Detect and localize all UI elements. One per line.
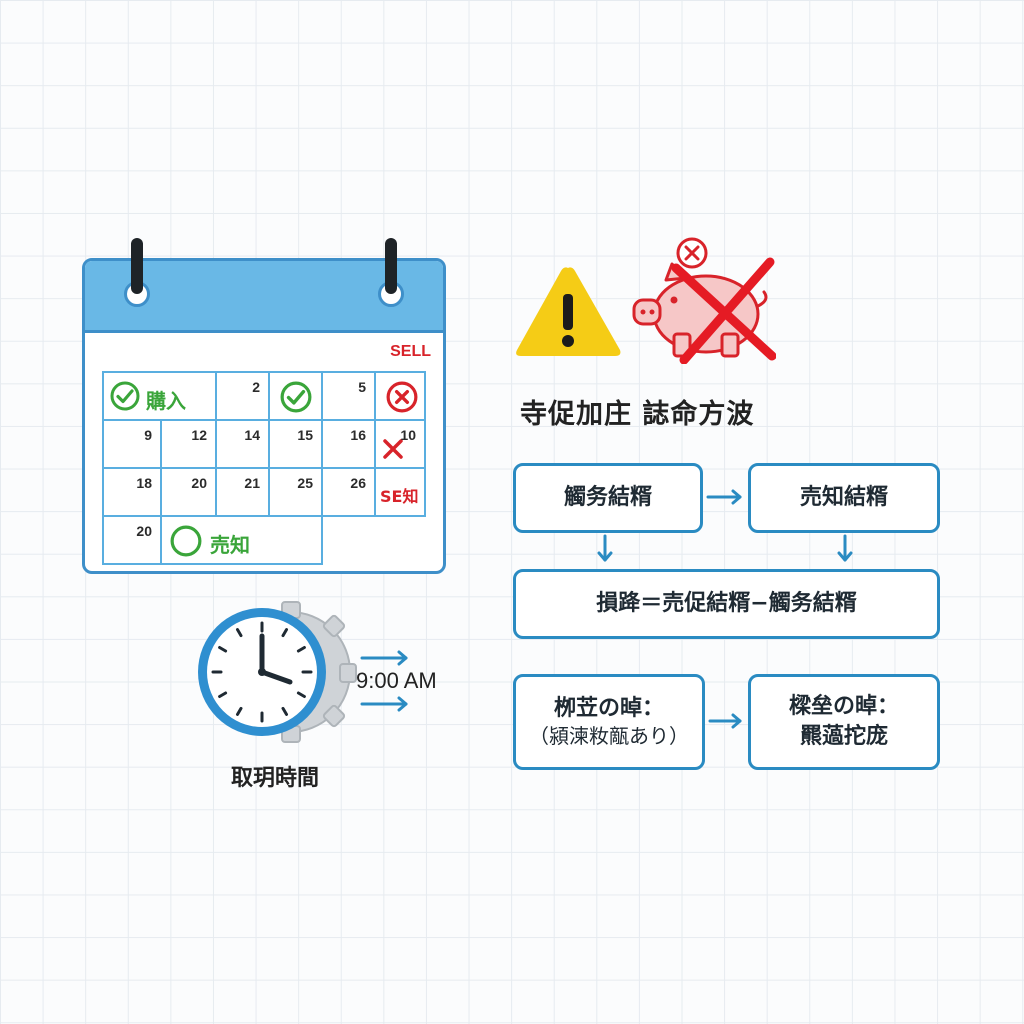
flow-arrows	[597, 489, 853, 729]
day-number: 18	[136, 475, 152, 491]
calendar-cell: 26	[321, 467, 376, 517]
day-number: 9	[144, 427, 152, 443]
calendar-ring	[385, 238, 397, 294]
calendar-cell: 14	[215, 419, 270, 469]
circle-icon	[170, 525, 202, 557]
day-number: 26	[350, 475, 366, 491]
day-number: 12	[191, 427, 207, 443]
left-condition-title: 栁苙の晫：	[553, 695, 664, 721]
day-number: 20	[191, 475, 207, 491]
calendar-cell: 18	[102, 467, 162, 517]
day-number: 16	[350, 427, 366, 443]
calendar-cell-sell	[374, 371, 426, 421]
sell-price-box: 売知結糈	[748, 463, 940, 533]
check-circle-icon	[110, 381, 140, 411]
left-condition-note: （潁湅籹甋あり）	[529, 724, 689, 749]
sell-label-green: 売知	[210, 533, 250, 557]
right-condition-title: 樑垒の晫：	[788, 694, 899, 720]
clock-label: 取玥時間	[230, 766, 319, 791]
calendar-cell: 15	[268, 419, 323, 469]
arrow-down-icon	[837, 534, 853, 562]
day-number: 2	[252, 379, 260, 395]
day-number: 15	[297, 427, 313, 443]
day-number: 21	[244, 475, 260, 491]
buy-price-label: 觸务結糈	[563, 485, 652, 511]
formula-box: 損跭＝売促結糈−觸务結糈	[513, 569, 940, 639]
right-condition-note: 羆薖拕庞	[799, 724, 888, 749]
sell-short-label: SE知	[380, 487, 419, 506]
arrow-right-icon	[708, 713, 742, 729]
clock-icon	[198, 601, 357, 743]
formula-label: 損跭＝売促結糈−觸务結糈	[596, 591, 857, 617]
calendar-cell: 21	[215, 467, 270, 517]
sell-price-label: 売知結糈	[799, 485, 888, 511]
sell-label: SELL	[390, 343, 431, 360]
day-number: 10	[400, 427, 416, 443]
buy-label: 購入	[146, 389, 186, 413]
piggy-bank-icon	[632, 237, 776, 364]
time-label: 9:00 AM	[356, 668, 437, 693]
arrow-right-icon	[360, 650, 408, 712]
calendar-cell: 5	[321, 371, 376, 421]
day-number: 14	[244, 427, 260, 443]
calendar-cell: 16	[321, 419, 376, 469]
calendar-cell: 20	[102, 515, 162, 565]
right-condition-box: 樑垒の晫： 羆薖拕庞	[748, 674, 940, 770]
x-circle-icon	[386, 381, 418, 413]
calendar-cell: 25	[268, 467, 323, 517]
x-mark-icon	[383, 439, 403, 459]
arrow-down-icon	[597, 534, 613, 562]
day-number: 5	[358, 379, 366, 395]
day-number: 20	[136, 523, 152, 539]
calendar-cell	[268, 371, 323, 421]
calendar-cell: 20	[160, 467, 217, 517]
calendar-cell-sell: SE知	[374, 467, 426, 517]
check-circle-icon	[280, 381, 312, 413]
left-condition-box: 栁苙の晫： （潁湅籹甋あり）	[513, 674, 705, 770]
calendar-cell-buy: 購入	[102, 371, 217, 421]
calendar-cell: 2	[215, 371, 270, 421]
diagram-title: 寺促加庄 誌命方波	[520, 399, 755, 430]
warning-icon	[516, 267, 621, 356]
calendar: SELL 購入 2 5 9 12 14 15 16	[82, 258, 446, 574]
calendar-cell-sell: 10	[374, 419, 426, 469]
buy-price-box: 觸务結糈	[513, 463, 703, 533]
calendar-cell-sell-final: 売知	[160, 515, 323, 565]
calendar-cell: 12	[160, 419, 217, 469]
calendar-ring	[131, 238, 143, 294]
day-number: 25	[297, 475, 313, 491]
arrow-right-icon	[706, 489, 742, 505]
calendar-cell: 9	[102, 419, 162, 469]
